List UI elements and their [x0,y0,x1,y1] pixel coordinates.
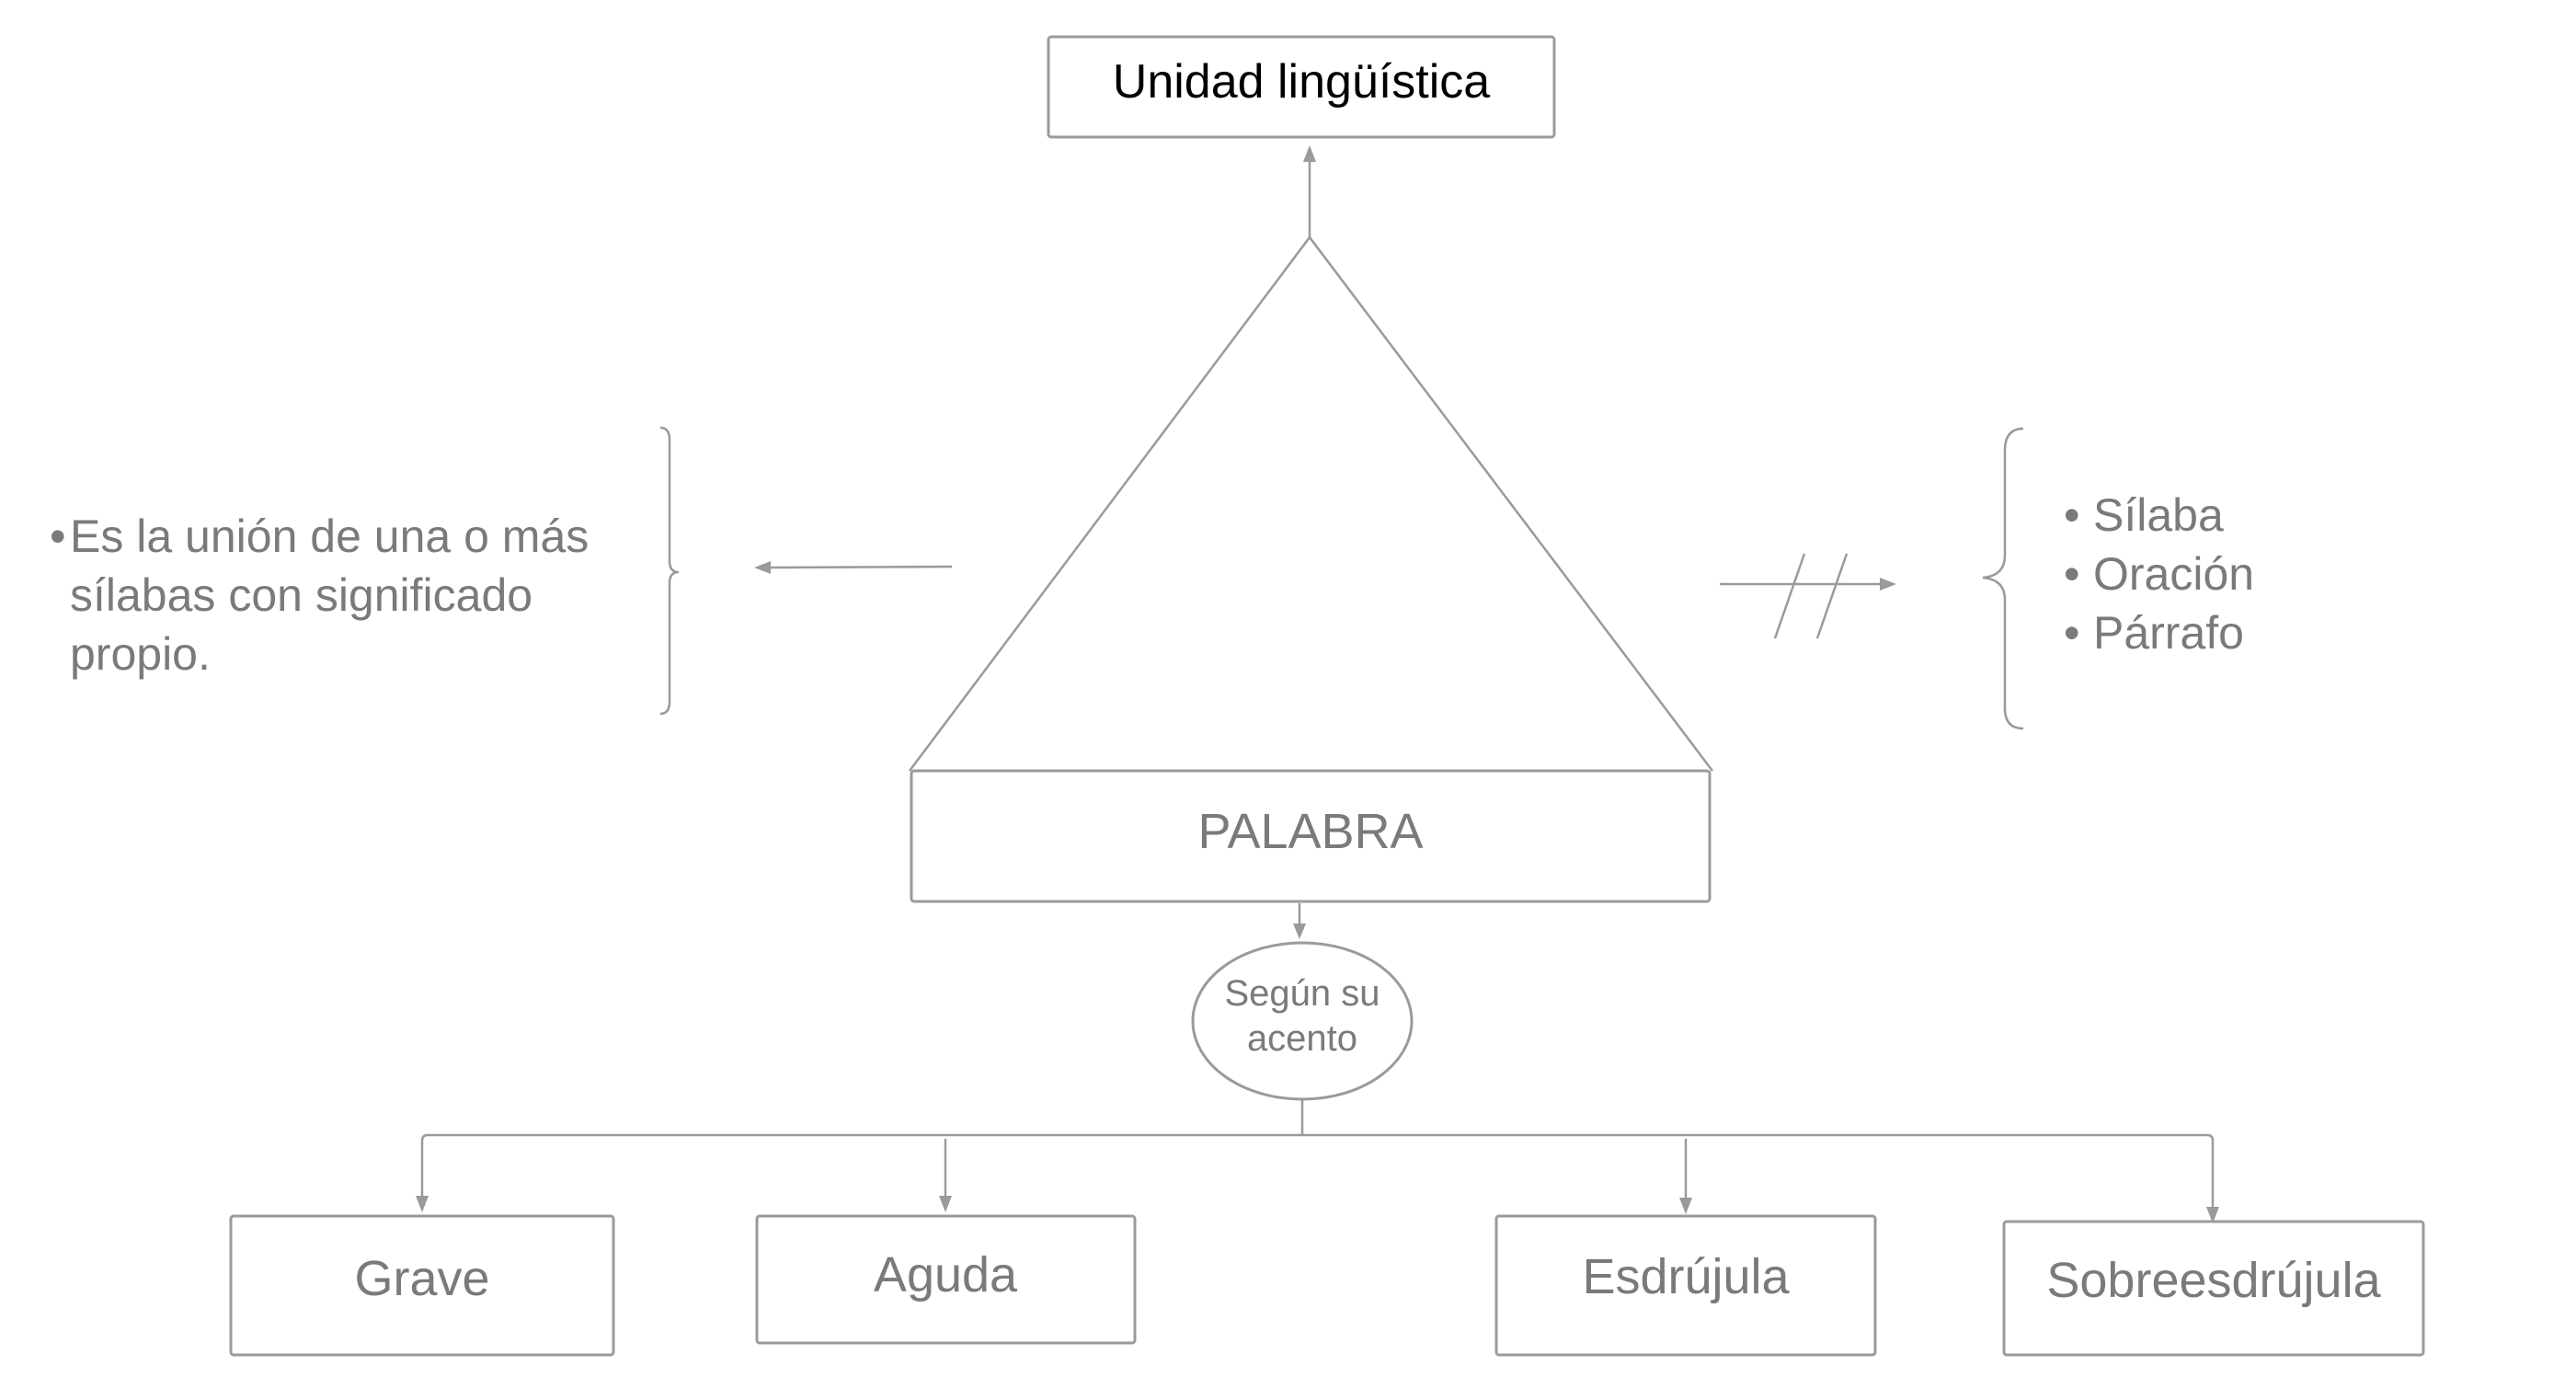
arrow-to-definition [754,561,953,574]
not-list-bullet-2: • [2064,548,2080,600]
not-equal-arrow [1720,553,1896,639]
classifier-line-1: Según su [1224,973,1380,1014]
category-grave: Grave [229,1214,615,1357]
not-list-item-silaba: Sílaba [2093,489,2224,541]
not-list-bullet-3: • [2064,607,2080,659]
category-connectors [416,1099,2219,1223]
definition-line-3: propio. [70,628,211,680]
not-list: • Sílaba • Oración • Párrafo [2064,489,2254,659]
category-esdrujula-label: Esdrújula [1582,1249,1790,1304]
not-list-brace [1982,427,2024,730]
definition-line-1: Es la unión de una o más [70,511,589,562]
category-sobreesdrujula-label: Sobreesdrújula [2046,1253,2381,1308]
main-box-label: PALABRA [1197,804,1423,859]
definition-bullet: • [50,511,66,562]
classifier-ellipse: Según su acento [1191,941,1414,1101]
definition-bracket [659,426,680,716]
not-list-bullet-1: • [2064,489,2080,541]
category-aguda: Aguda [755,1214,1137,1345]
top-box: Unidad lingüística [1047,35,1556,139]
not-list-item-parrafo: Párrafo [2093,607,2244,659]
category-aguda-label: Aguda [874,1247,1018,1302]
classifier-line-2: acento [1247,1018,1357,1059]
word-triangle [909,235,1713,772]
category-grave-label: Grave [354,1251,489,1306]
definition-text: • Es la unión de una o más sílabas con s… [50,511,589,680]
arrow-to-classifier [1293,903,1306,939]
not-list-item-oracion: Oración [2093,548,2254,600]
arrow-to-top-box [1303,145,1316,237]
main-box: PALABRA [910,769,1712,903]
category-sobreesdrujula: Sobreesdrújula [2002,1220,2425,1357]
category-esdrujula: Esdrújula [1494,1214,1877,1357]
definition-line-2: sílabas con significado [70,569,532,621]
top-box-label: Unidad lingüística [1113,55,1491,109]
